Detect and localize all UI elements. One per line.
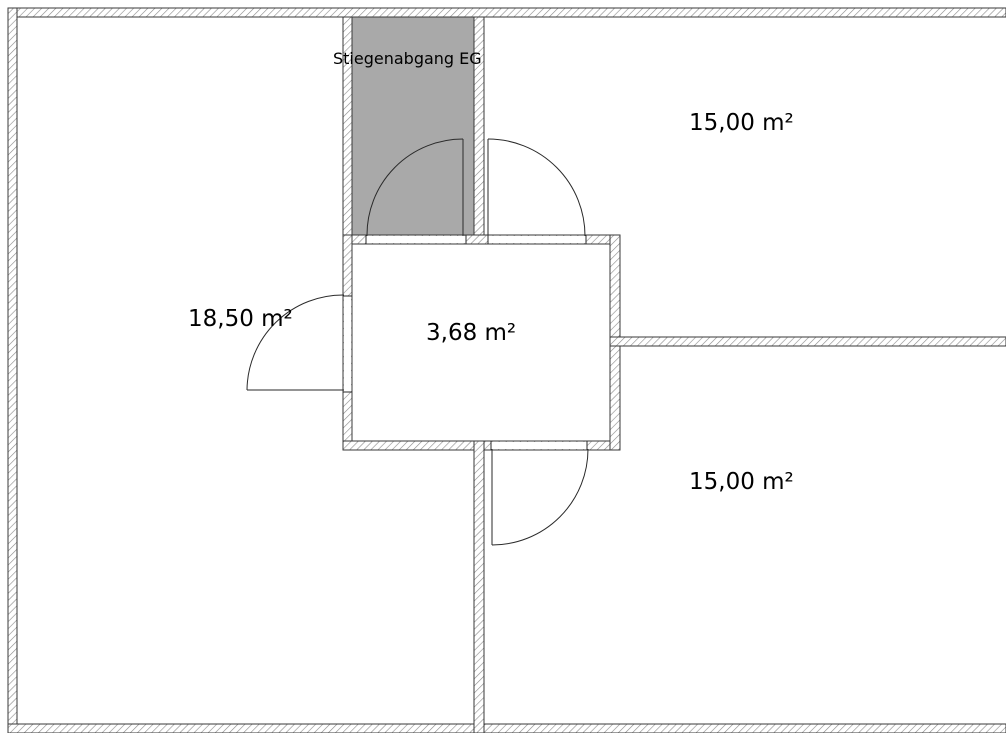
bottom-right-room-area-label: 15,00 m² xyxy=(689,469,794,495)
right-rooms-divider-wall xyxy=(609,336,1006,347)
outer-wall-left xyxy=(7,7,18,733)
hall-area-label: 3,68 m² xyxy=(426,320,516,346)
lower-center-wall xyxy=(473,440,485,733)
left-room-area-label: 18,50 m² xyxy=(188,306,293,332)
top-right-door-swing xyxy=(487,138,586,237)
top-right-room-area-label: 15,00 m² xyxy=(689,110,794,136)
stair-area xyxy=(352,17,474,236)
stair-door-opening xyxy=(366,236,466,243)
left-door-swing xyxy=(246,294,345,391)
top-right-door-opening xyxy=(488,236,586,243)
outer-wall-top xyxy=(7,7,1006,18)
left-door-opening xyxy=(344,296,351,392)
stair-label: Stiegenabgang EG xyxy=(333,49,482,68)
stair-door-swing xyxy=(366,138,464,237)
outer-wall-bottom xyxy=(7,723,1006,733)
bottom-right-door-opening xyxy=(491,442,587,449)
bottom-right-door-swing xyxy=(491,448,589,546)
